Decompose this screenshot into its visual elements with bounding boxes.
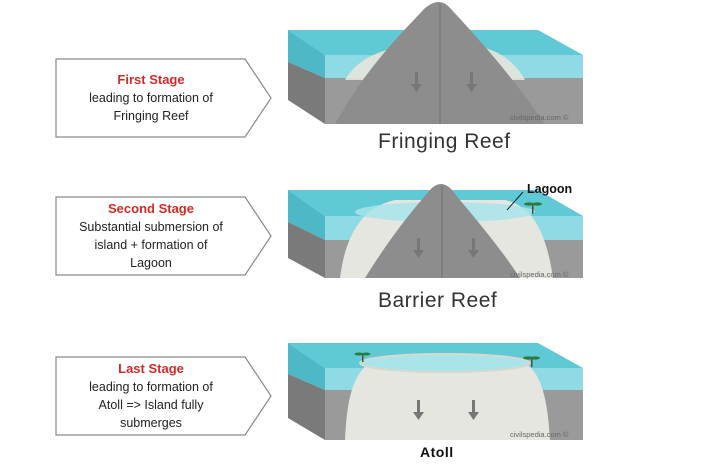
stage-desc-line: leading to formation of: [89, 91, 213, 105]
palm-tree-icon: [524, 202, 542, 214]
stage-title: First Stage: [117, 72, 185, 87]
reef-caption: Fringing Reef: [378, 130, 511, 153]
stage-desc-line: Substantial submersion of: [79, 220, 223, 234]
stage-desc-line: island + formation of: [94, 238, 208, 252]
subsidence-arrows: [411, 72, 477, 92]
image-credit: civilspedia.com ©: [510, 113, 569, 122]
lagoon-label: Lagoon: [527, 182, 573, 196]
stage-desc-line: submerges: [120, 416, 182, 430]
callout-text: Last Stage leading to formation of Atoll…: [55, 356, 247, 436]
subsidence-arrows: [413, 238, 479, 258]
stage-desc-line: Atoll => Island fully: [98, 398, 204, 412]
reef-caption: Atoll: [420, 444, 454, 460]
callout-arrow-shape: [55, 196, 272, 276]
stage-title: Second Stage: [108, 201, 194, 216]
callout-text: Second Stage Substantial submersion of i…: [55, 196, 247, 276]
stage-desc-line: leading to formation of: [89, 380, 213, 394]
subsidence-arrows: [413, 400, 479, 420]
callout-arrow-shape: [55, 58, 272, 138]
callout-arrow-shape: [55, 356, 272, 436]
barrier-reef-diagram: [288, 184, 583, 278]
palm-tree-icon: [354, 352, 371, 362]
image-credit: civilspedia.com ©: [510, 430, 569, 439]
reef-caption: Barrier Reef: [378, 289, 498, 312]
callout-text: First Stage leading to formation of Frin…: [55, 58, 247, 138]
callout-first-stage: First Stage leading to formation of Frin…: [55, 58, 272, 138]
callout-last-stage: Last Stage leading to formation of Atoll…: [55, 356, 272, 436]
palm-tree-icon: [523, 356, 540, 367]
fringing-reef-diagram: [288, 2, 583, 124]
callout-second-stage: Second Stage Substantial submersion of i…: [55, 196, 272, 276]
image-credit: civilspedia.com ©: [510, 270, 569, 279]
stage-desc-line: Fringing Reef: [113, 109, 189, 123]
stage-title: Last Stage: [118, 361, 184, 376]
lagoon-pointer: [506, 191, 524, 211]
stage-desc-line: Lagoon: [130, 256, 172, 270]
atoll-diagram: [288, 343, 583, 440]
